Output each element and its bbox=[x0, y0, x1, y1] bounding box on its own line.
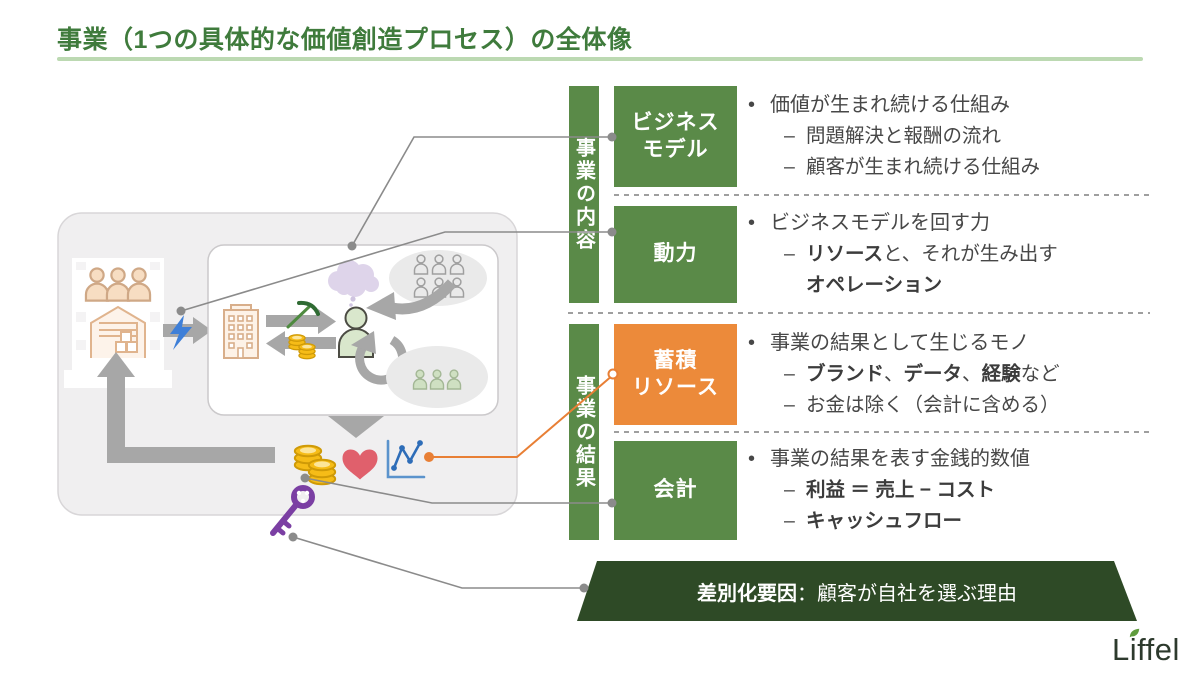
notes-accounting: •事業の結果を表す金銭的数値 –利益 ＝ 売上 − コスト –キャッシュフロー bbox=[748, 441, 1162, 540]
bullet-line: –問題解決と報酬の流れ bbox=[784, 125, 1002, 147]
bullet-line: –利益 ＝ 売上 − コスト bbox=[784, 479, 996, 501]
group-bar-business-content: 事業の内容 bbox=[569, 86, 599, 303]
box-label: 蓄積 リソース bbox=[632, 349, 719, 399]
customers-green-group-icon bbox=[412, 369, 462, 390]
pickaxe-icon bbox=[286, 300, 320, 329]
line-chart-icon bbox=[386, 439, 426, 479]
bullet-line: –お金は除く（会計に含める） bbox=[784, 394, 1060, 416]
factory-silhouette bbox=[64, 258, 172, 388]
bullet-line: •事業の結果を表す金銭的数値 bbox=[748, 448, 1030, 470]
warehouse-icon bbox=[90, 305, 146, 358]
box-business-model: ビジネス モデル bbox=[614, 86, 737, 187]
customer-arrow bbox=[366, 279, 457, 320]
page-title: 事業（1つの具体的な価値創造プロセス）の全体像 bbox=[57, 26, 633, 54]
key-icon bbox=[270, 485, 315, 536]
box-accounting: 会計 bbox=[614, 441, 737, 540]
lightning-bolt-icon bbox=[170, 315, 192, 350]
title-underline bbox=[57, 57, 1143, 61]
bullet-line: –ブランド、データ、経験など bbox=[784, 363, 1060, 385]
separator-dashed bbox=[614, 194, 1150, 196]
connector-differentiation bbox=[292, 536, 584, 589]
pay-arrow-left bbox=[266, 331, 336, 356]
input-arrow bbox=[163, 317, 212, 344]
box-driver: 動力 bbox=[614, 206, 737, 303]
bullet-line: –リソースと、それが生み出す bbox=[784, 243, 1058, 265]
box-label: 動力 bbox=[653, 242, 698, 266]
feedback-arrow bbox=[97, 352, 275, 463]
bullet-line: オペレーション bbox=[806, 274, 943, 296]
notes-business-model: •価値が生まれ続ける仕組み –問題解決と報酬の流れ –顧客が生まれ続ける仕組み bbox=[748, 86, 1162, 187]
separator-dashed bbox=[568, 312, 1150, 314]
connector-driver bbox=[180, 231, 612, 312]
box-accumulated-resources: 蓄積 リソース bbox=[614, 324, 737, 425]
box-label: 会計 bbox=[653, 478, 698, 502]
bullet-line: –キャッシュフロー bbox=[784, 510, 963, 532]
connector-dot-orange bbox=[424, 452, 434, 462]
heart-icon bbox=[342, 449, 378, 480]
bullet-line: –顧客が生まれ続ける仕組み bbox=[784, 156, 1041, 178]
customers-outline-group-icon bbox=[413, 254, 465, 298]
worker-person-icon bbox=[338, 306, 374, 358]
business-model-box bbox=[207, 244, 499, 416]
separator-dashed bbox=[614, 431, 1150, 433]
group-bar-business-result: 事業の結果 bbox=[569, 324, 599, 540]
output-down-arrow bbox=[328, 416, 384, 438]
bullet-line: •価値が生まれ続ける仕組み bbox=[748, 94, 1010, 116]
group-label: 事業の結果 bbox=[572, 374, 595, 490]
bullet-line: •ビジネスモデルを回す力 bbox=[748, 212, 990, 234]
coins-stack-icon bbox=[293, 444, 337, 486]
liffel-logo: Liffel bbox=[1112, 632, 1180, 667]
connector-accounting bbox=[304, 477, 612, 504]
work-arrow-right bbox=[266, 309, 336, 334]
notes-driver: •ビジネスモデルを回す力 –リソースと、それが生み出す オペレーション bbox=[748, 206, 1162, 303]
customers-ellipse-bottom bbox=[386, 346, 488, 408]
group-label: 事業の内容 bbox=[572, 137, 595, 252]
company-building-icon bbox=[223, 304, 259, 359]
banner-label-bold: 差別化要因 bbox=[697, 582, 797, 605]
box-label: ビジネス モデル bbox=[631, 111, 720, 161]
bullet-line: •事業の結果として生じるモノ bbox=[748, 332, 1030, 354]
coins-small-icon bbox=[288, 334, 316, 360]
connector-dots bbox=[176, 132, 617, 593]
banner-label: ：顧客が自社を選ぶ理由 bbox=[797, 582, 1017, 605]
logo-leaf-icon bbox=[1129, 628, 1140, 638]
notes-accumulated-resources: •事業の結果として生じるモノ –ブランド、データ、経験など –お金は除く（会計に… bbox=[748, 324, 1162, 425]
customers-ellipse-top bbox=[389, 250, 487, 306]
company-boundary-box bbox=[57, 212, 518, 516]
differentiation-banner: 差別化要因：顧客が自社を選ぶ理由 bbox=[577, 561, 1137, 621]
idea-cloud-icon bbox=[328, 260, 379, 307]
factory-workers-icon bbox=[84, 267, 152, 302]
cycle-arrow-icon bbox=[351, 331, 408, 385]
